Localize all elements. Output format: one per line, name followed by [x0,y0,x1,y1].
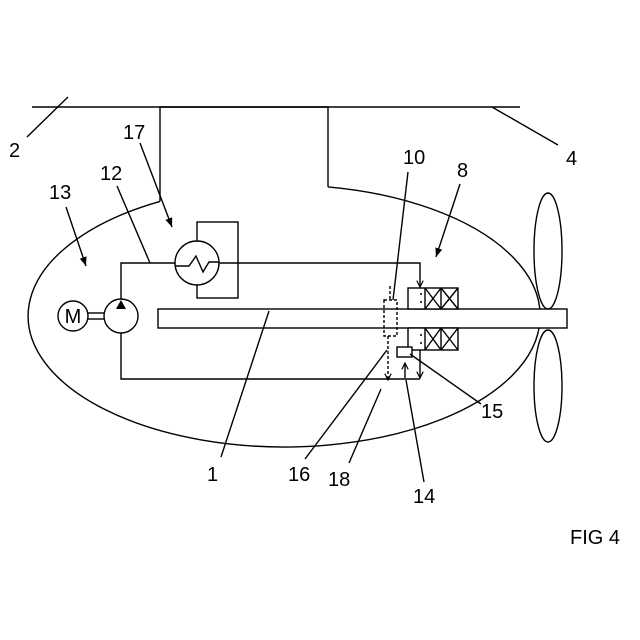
leader-line-4 [492,107,558,145]
ref-label-15: 15 [481,401,503,423]
supply-pipe-left [121,263,176,299]
ref-label-14: 14 [413,486,435,508]
leader-line-10 [393,172,408,300]
propeller-blade-upper [534,193,562,309]
leader-line-13 [66,207,86,266]
leader-line-12 [117,186,150,263]
figure-caption: FIG 4 [570,527,620,549]
ref-label-13: 13 [49,182,71,204]
leader-line-15 [410,354,481,404]
ref-label-8: 8 [457,160,468,182]
leader-line-18 [349,389,381,463]
ref-label-18: 18 [328,469,350,491]
bearing-lower [408,328,458,350]
ref-label-2: 2 [9,140,20,162]
bearing-upper-dot [420,301,422,303]
leader-line-2 [27,97,68,137]
leader-line-17 [140,143,172,227]
motor-symbol: M [65,306,82,328]
ref-label-4: 4 [566,148,577,170]
small-component [397,347,412,357]
bearing-lower-dot [420,342,422,344]
bearing-upper-dot [420,293,422,295]
tower-outline [160,107,328,201]
ref-label-12: 12 [100,163,122,185]
supply-pipe-right [219,263,420,287]
leader-line-8 [436,184,460,257]
propeller-blade-lower [534,330,562,442]
bearing-upper [408,288,458,309]
ref-label-10: 10 [403,147,425,169]
shaft [158,309,567,328]
ref-label-1: 1 [207,464,218,486]
bearing-lower-dot [420,334,422,336]
heat-exchanger-icon [175,241,219,285]
return-pipe [121,333,420,379]
ref-label-16: 16 [288,464,310,486]
ref-label-17: 17 [123,122,145,144]
leader-line-1 [221,311,269,457]
